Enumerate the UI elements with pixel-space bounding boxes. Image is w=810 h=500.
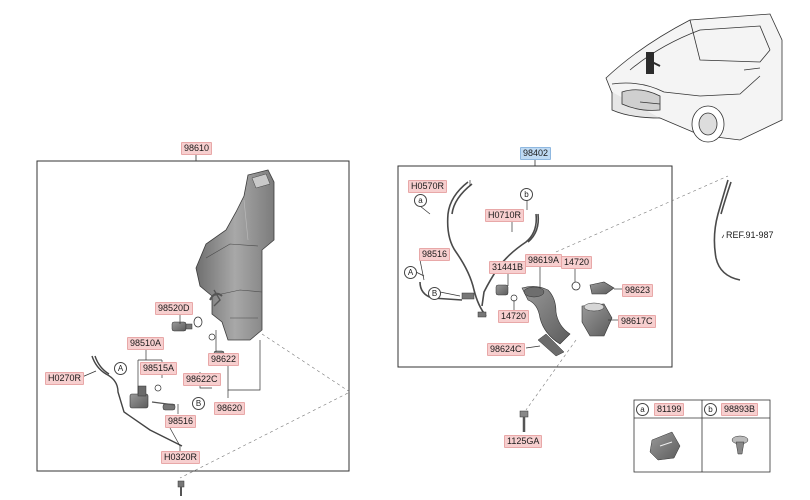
part-label-98620[interactable]: 98620: [214, 402, 246, 415]
dashed-bolt-line: [525, 339, 577, 411]
cap-98623[interactable]: [589, 281, 615, 295]
washer-reservoir-tank[interactable]: [195, 169, 275, 341]
part-label-98510a[interactable]: 98510A: [127, 337, 165, 350]
part-label-98617c[interactable]: 98617C: [618, 315, 656, 328]
nozzle-98516-right[interactable]: [461, 292, 487, 318]
part-label-14720-bottom[interactable]: 14720: [498, 310, 530, 323]
fill-neck-98619a[interactable]: [521, 286, 571, 345]
part-label-98515a[interactable]: 98515A: [140, 362, 178, 375]
inlet-98617c[interactable]: [581, 302, 613, 337]
car-thumbnail: [605, 13, 783, 143]
callout-b-right: b: [520, 188, 533, 201]
clip-98893b-drawing[interactable]: [731, 435, 749, 455]
dashed-ref-line-right: [555, 175, 729, 253]
part-label-98622c[interactable]: 98622C: [183, 373, 221, 386]
cover-98624c[interactable]: [537, 333, 565, 357]
washer-hose-left[interactable]: [91, 355, 183, 447]
part-label-98402[interactable]: 98402: [520, 147, 552, 160]
nozzle-98516[interactable]: [151, 401, 176, 411]
part-label-1125ga[interactable]: 1125GA: [504, 435, 543, 448]
part-label-98610[interactable]: 98610: [181, 142, 213, 155]
left-assembly-box: [36, 160, 350, 472]
rear-washer-hose[interactable]: [713, 179, 741, 281]
callout-A-left: A: [114, 362, 127, 375]
part-label-98622[interactable]: 98622: [208, 353, 240, 366]
grommet-98510a[interactable]: [193, 316, 203, 328]
part-label-h0570r[interactable]: H0570R: [408, 180, 448, 193]
connector-31441b[interactable]: [495, 284, 518, 302]
callout-a-right: a: [414, 194, 427, 207]
pump-98510a[interactable]: [129, 384, 162, 409]
leader-lines-left: [81, 313, 261, 452]
legend-key-a: a: [636, 403, 649, 416]
ref-label[interactable]: REF.91-987: [724, 230, 776, 241]
legend-key-b: b: [704, 403, 717, 416]
part-label-98623[interactable]: 98623: [622, 284, 654, 297]
grommet-98520d[interactable]: [171, 321, 193, 332]
bolt-1125ga[interactable]: [519, 410, 529, 432]
part-label-h0320r[interactable]: H0320R: [161, 451, 201, 464]
part-label-h0710r[interactable]: H0710R: [485, 209, 525, 222]
part-label-98619a[interactable]: 98619A: [525, 254, 563, 267]
part-label-31441b[interactable]: 31441B: [489, 261, 527, 274]
part-label-98516-left[interactable]: 98516: [165, 415, 197, 428]
part-label-98520d[interactable]: 98520D: [155, 302, 193, 315]
legend-part-98893b[interactable]: 98893B: [721, 403, 759, 416]
part-label-98624c[interactable]: 98624C: [487, 343, 525, 356]
part-label-h0270r[interactable]: H0270R: [45, 372, 85, 385]
callout-B-left: B: [192, 397, 205, 410]
dashed-ref-line-left: [179, 333, 351, 479]
callout-A-right: A: [404, 266, 417, 279]
bolt-bottom-left[interactable]: [177, 480, 185, 496]
part-label-14720-top[interactable]: 14720: [561, 256, 593, 269]
callout-B-right: B: [428, 287, 441, 300]
part-label-98516-right[interactable]: 98516: [419, 248, 451, 261]
clamp-14720[interactable]: [571, 281, 581, 291]
leader-lines-right: [415, 180, 622, 349]
clip-81199-drawing[interactable]: [649, 431, 681, 461]
legend-part-81199[interactable]: 81199: [654, 403, 685, 416]
